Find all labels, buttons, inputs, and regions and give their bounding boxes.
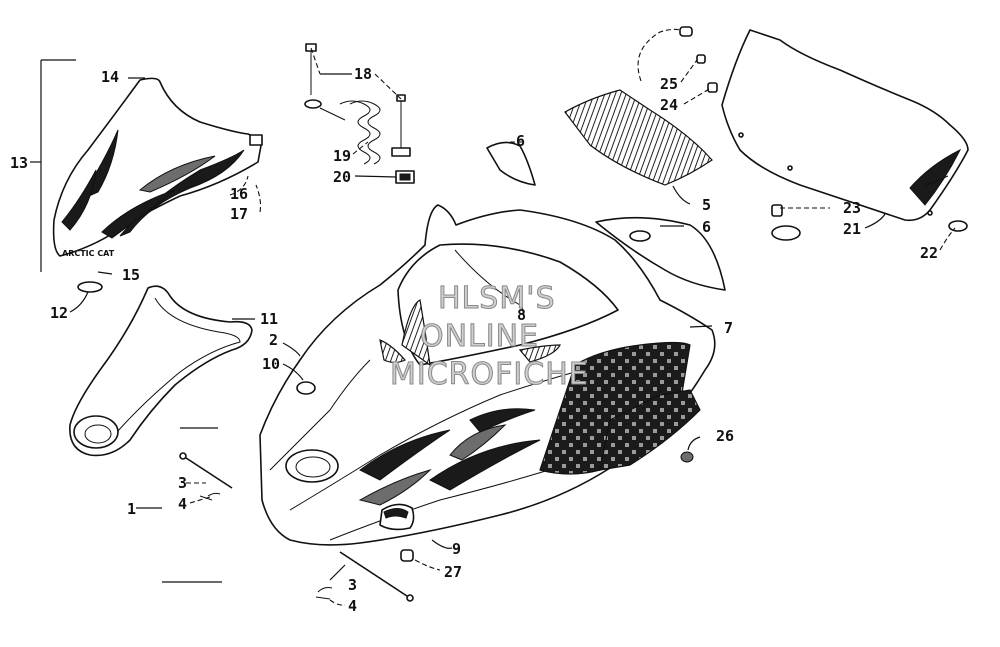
callout-17: 17 bbox=[230, 205, 248, 223]
grommet-24 bbox=[707, 82, 718, 93]
svg-text:ONLINE: ONLINE bbox=[420, 319, 539, 354]
callout-8: 8 bbox=[517, 306, 526, 324]
callout-24: 24 bbox=[660, 96, 678, 114]
washer-25 bbox=[679, 26, 693, 37]
callout-22: 22 bbox=[920, 244, 938, 262]
svg-text:HLSM'S: HLSM'S bbox=[438, 281, 556, 316]
callout-4a: 4 bbox=[178, 495, 187, 513]
callout-7: 7 bbox=[724, 319, 733, 337]
grommet-25 bbox=[696, 54, 706, 64]
decal-oval-12 bbox=[77, 281, 103, 293]
callout-6a: 6 bbox=[516, 132, 525, 150]
leader-lines bbox=[69, 28, 956, 606]
bracket-13 bbox=[30, 59, 76, 272]
main-hood bbox=[259, 204, 716, 546]
callout-3a: 3 bbox=[178, 474, 187, 492]
headlight-bezel bbox=[69, 285, 253, 457]
washer-23 bbox=[771, 225, 801, 241]
callout-25: 25 bbox=[660, 75, 678, 93]
callout-6b: 6 bbox=[702, 218, 711, 236]
callout-13: 13 bbox=[10, 154, 28, 172]
callout-labels: 13 14 15 12 16 17 11 2 10 1 3 4 3 4 9 27… bbox=[10, 65, 938, 615]
nut-26 bbox=[680, 451, 694, 463]
windshield bbox=[721, 29, 969, 222]
nut-27 bbox=[400, 549, 414, 562]
callout-4b: 4 bbox=[348, 597, 357, 615]
callout-2: 2 bbox=[269, 331, 278, 349]
callout-26: 26 bbox=[716, 427, 734, 445]
watermark: HLSM'S ONLINE MICROFICHE bbox=[390, 281, 589, 393]
grommet-23 bbox=[771, 204, 783, 217]
callout-12: 12 bbox=[50, 304, 68, 322]
callout-16: 16 bbox=[230, 185, 248, 203]
callout-20: 20 bbox=[333, 168, 351, 186]
callout-9: 9 bbox=[452, 540, 461, 558]
callout-11: 11 bbox=[260, 310, 278, 328]
callout-15: 15 bbox=[122, 266, 140, 284]
svg-text:MICROFICHE: MICROFICHE bbox=[390, 357, 589, 392]
callout-1: 1 bbox=[127, 500, 136, 518]
arctic-cat-logo: ARCTIC CAT bbox=[62, 249, 115, 258]
callout-3b: 3 bbox=[348, 576, 357, 594]
callout-18: 18 bbox=[354, 65, 372, 83]
decal-6-top bbox=[486, 141, 536, 186]
callout-10: 10 bbox=[262, 355, 280, 373]
hood-cover-panel: ARCTIC CAT bbox=[52, 77, 263, 258]
decal-6-right bbox=[595, 216, 726, 291]
pin-hardware-lower bbox=[315, 551, 414, 602]
vent-grille bbox=[564, 89, 713, 186]
callout-19: 19 bbox=[333, 147, 351, 165]
spring-mount-assembly bbox=[304, 43, 415, 184]
callout-23: 23 bbox=[843, 199, 861, 217]
callout-21: 21 bbox=[843, 220, 861, 238]
washer-22 bbox=[948, 220, 968, 232]
pin-hardware-upper bbox=[179, 452, 233, 501]
callout-5: 5 bbox=[702, 196, 711, 214]
callout-27: 27 bbox=[444, 563, 462, 581]
callout-14: 14 bbox=[101, 68, 119, 86]
